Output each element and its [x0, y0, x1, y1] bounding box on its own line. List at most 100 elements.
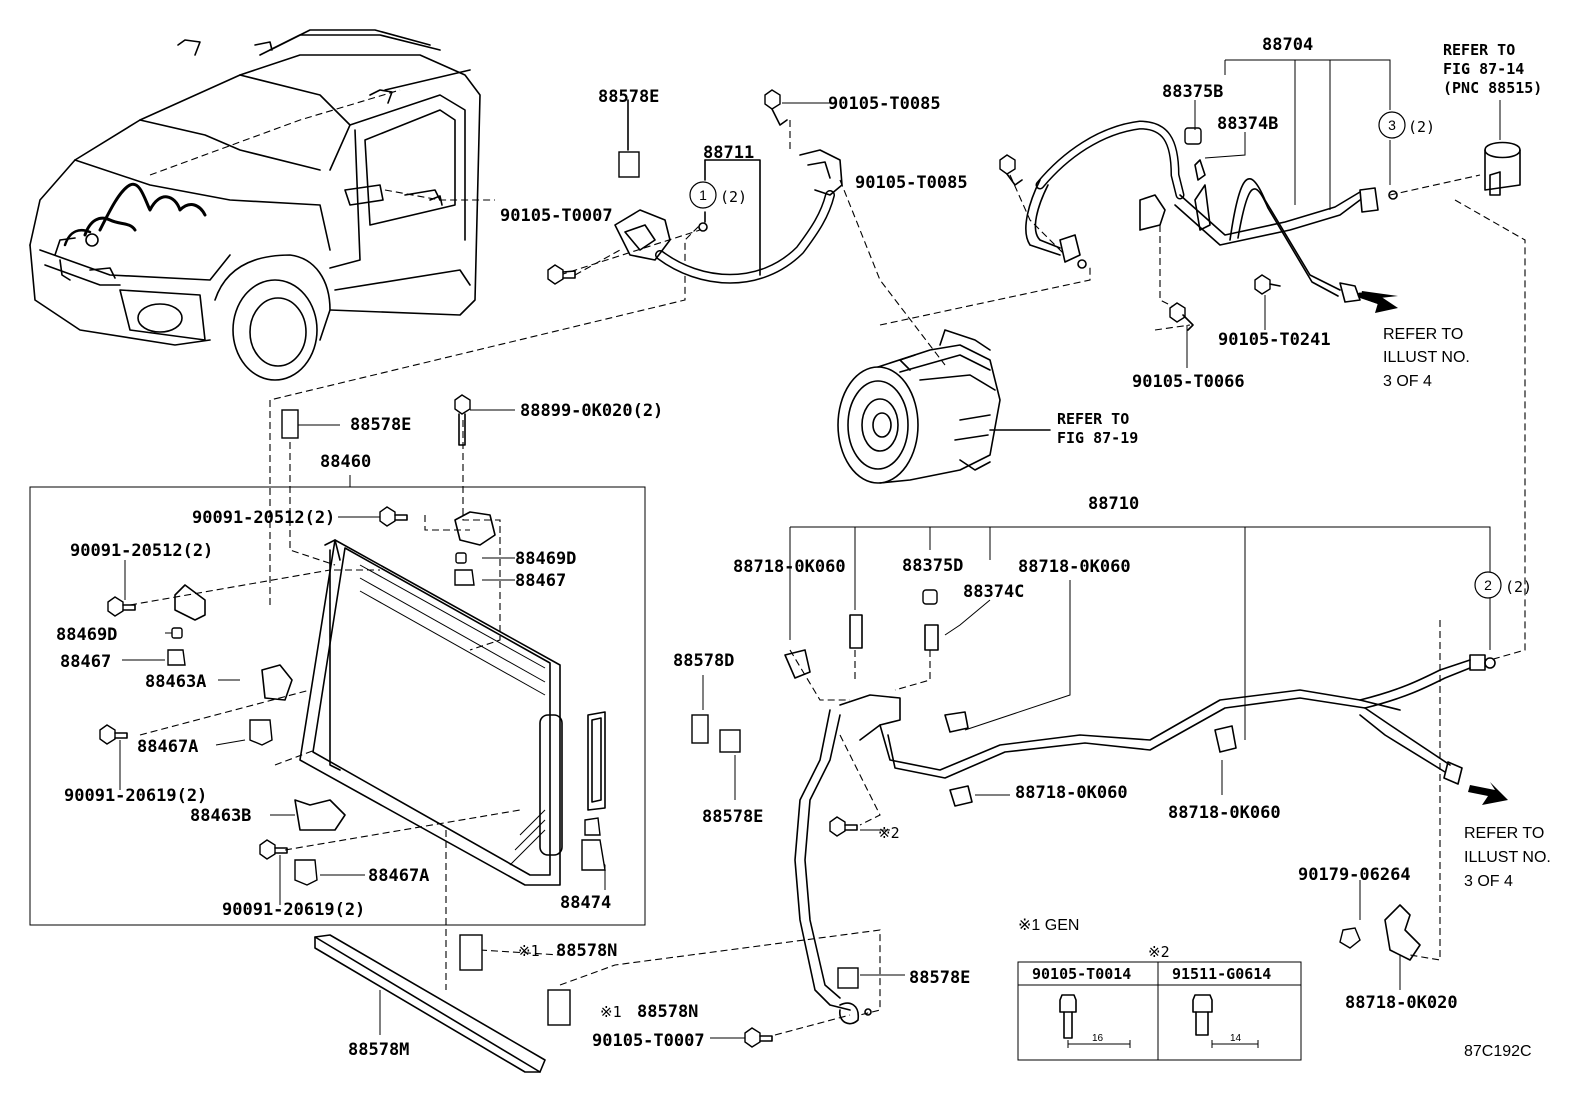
label-88718-0K060-a: 88718-0K060 [733, 557, 846, 577]
expansion-valve [1484, 100, 1521, 196]
condenser-assembly-box [29, 394, 646, 926]
callout-2-qty: (2) [1505, 578, 1532, 596]
ref-fig-87-14-line3: (PNC 88515) [1443, 79, 1542, 97]
label-90091-20512-a: 90091-20512(2) [70, 541, 213, 561]
callout-1: 1 (2) [689, 181, 747, 209]
dashed-leader-lines [129, 89, 1526, 1036]
bolt-90105-T0007-top [547, 264, 576, 285]
label-88578E-low: 88578E [702, 807, 763, 827]
label-88899: 88899-0K020(2) [520, 401, 663, 421]
label-88718-0K020: 88718-0K020 [1345, 993, 1458, 1013]
ref-illust-bottom-line3: 3 OF 4 [1464, 873, 1513, 890]
arrow-refer-illust-bottom [1468, 782, 1508, 805]
bolt-90091-20619-b [259, 839, 288, 860]
label-88718-0K060-c: 88718-0K060 [1015, 783, 1128, 803]
label-88718-0K060-b: 88718-0K060 [1018, 557, 1131, 577]
fastener-legend-table [1017, 961, 1302, 1061]
figure-code: 87C192C [1464, 1043, 1532, 1060]
label-88463B: 88463B [190, 806, 251, 826]
label-88474: 88474 [560, 893, 611, 913]
hose-88704 [1025, 120, 1398, 303]
callout-2: 2 (2) [1474, 571, 1532, 599]
label-88578M: 88578M [348, 1040, 409, 1060]
seal-88578N-a [459, 934, 483, 971]
bolt-90105-T0014 [829, 816, 858, 837]
label-88375B: 88375B [1162, 82, 1223, 102]
part-labels: 88704 88578E 88711 90105-T0085 90105-T00… [56, 35, 1458, 1060]
vehicle-illustration [29, 29, 481, 381]
ref-fig-87-14-line2: FIG 87-14 [1443, 60, 1524, 78]
legend-col1-header: 90105-T0014 [1032, 965, 1131, 983]
bolt-90105-T0085-b [999, 154, 1023, 186]
label-90091-20512-b: 90091-20512(2) [192, 508, 335, 528]
label-88710: 88710 [1088, 494, 1139, 514]
label-88578N-b: 88578N [637, 1002, 698, 1022]
legend-dim-1: 16 [1092, 1033, 1104, 1044]
label-88467-b: 88467 [515, 571, 566, 591]
label-88578N-a: 88578N [556, 941, 617, 961]
note-2-mark: ※2 [878, 824, 900, 842]
hose-88711 [614, 99, 843, 284]
label-90179-06264: 90179-06264 [1298, 865, 1411, 885]
ref-illust-top-line1: REFER TO [1383, 326, 1463, 343]
label-88374B: 88374B [1217, 114, 1278, 134]
legend-gen-note: ※1 GEN [1018, 917, 1079, 934]
label-90105-T0007-top: 90105-T0007 [500, 206, 613, 226]
callout-3: 3 (2) [1378, 111, 1435, 139]
label-88578E-mid: 88578E [350, 415, 411, 435]
seal-88578M [314, 934, 546, 1073]
pipe-88710 [784, 589, 1496, 1025]
label-88711: 88711 [703, 143, 754, 163]
label-88704: 88704 [1262, 35, 1313, 55]
callout-1-num: 1 [699, 187, 707, 203]
label-88578D: 88578D [673, 651, 734, 671]
leader-lines [119, 59, 1491, 1039]
note-1-mark-b: ※1 [600, 1003, 622, 1021]
ref-illust-bottom-line1: REFER TO [1464, 825, 1544, 842]
label-88374C: 88374C [963, 582, 1024, 602]
bolt-90091-20512-a [107, 596, 136, 617]
legend-col2-header: 91511-G0614 [1172, 965, 1271, 983]
label-90105-T0007-bot: 90105-T0007 [592, 1031, 705, 1051]
callout-3-qty: (2) [1408, 118, 1435, 136]
ref-illust-top-line2: ILLUST NO. [1383, 349, 1470, 366]
label-90105-T0085-b: 90105-T0085 [855, 173, 968, 193]
bolt-90091-20512-b [379, 506, 408, 527]
legend-dim-2: 14 [1230, 1033, 1242, 1044]
label-90091-20619-b: 90091-20619(2) [222, 900, 365, 920]
label-90091-20619-a: 90091-20619(2) [64, 786, 207, 806]
label-88578E-top: 88578E [598, 87, 659, 107]
callout-1-qty: (2) [720, 188, 747, 206]
legend-text: ※1 GEN ※2 90105-T0014 91511-G0614 16 14 [1018, 917, 1271, 1044]
label-90105-T0085-a: 90105-T0085 [828, 94, 941, 114]
label-88469D-a: 88469D [56, 625, 117, 645]
label-88463A: 88463A [145, 672, 206, 692]
note-1-mark-a: ※1 [518, 942, 540, 960]
ref-fig-87-19-line2: FIG 87-19 [1057, 429, 1138, 447]
ref-fig-87-19-line1: REFER TO [1057, 410, 1129, 428]
label-88578E-bot: 88578E [909, 968, 970, 988]
legend-table-mark: ※2 [1148, 943, 1170, 961]
bolt-90105-T0066 [1169, 302, 1194, 368]
compressor [837, 329, 1051, 484]
label-90105-T0066: 90105-T0066 [1132, 372, 1245, 392]
seal-88578N-b [547, 989, 571, 1026]
bolt-90105-T0007-bot [744, 1027, 773, 1048]
label-88467-a: 88467 [60, 652, 111, 672]
bolt-90105-T0241 [1254, 274, 1281, 330]
bolt-90091-20619-a [99, 724, 128, 745]
ref-fig-87-14-line1: REFER TO [1443, 41, 1515, 59]
label-88718-0K060-d: 88718-0K060 [1168, 803, 1281, 823]
reference-notes: REFER TO FIG 87-14 (PNC 88515) REFER TO … [1057, 41, 1551, 890]
callout-3-num: 3 [1388, 117, 1396, 133]
label-88469D-b: 88469D [515, 549, 576, 569]
label-90105-T0241: 90105-T0241 [1218, 330, 1331, 350]
bolt-90105-T0085-a [764, 89, 830, 126]
callout-2-num: 2 [1484, 577, 1492, 593]
label-88460: 88460 [320, 452, 371, 472]
bolt-88899 [454, 394, 471, 446]
label-88467A-b: 88467A [368, 866, 429, 886]
label-88467A-a: 88467A [137, 737, 198, 757]
bracket-88718-0K020 [1339, 904, 1421, 961]
